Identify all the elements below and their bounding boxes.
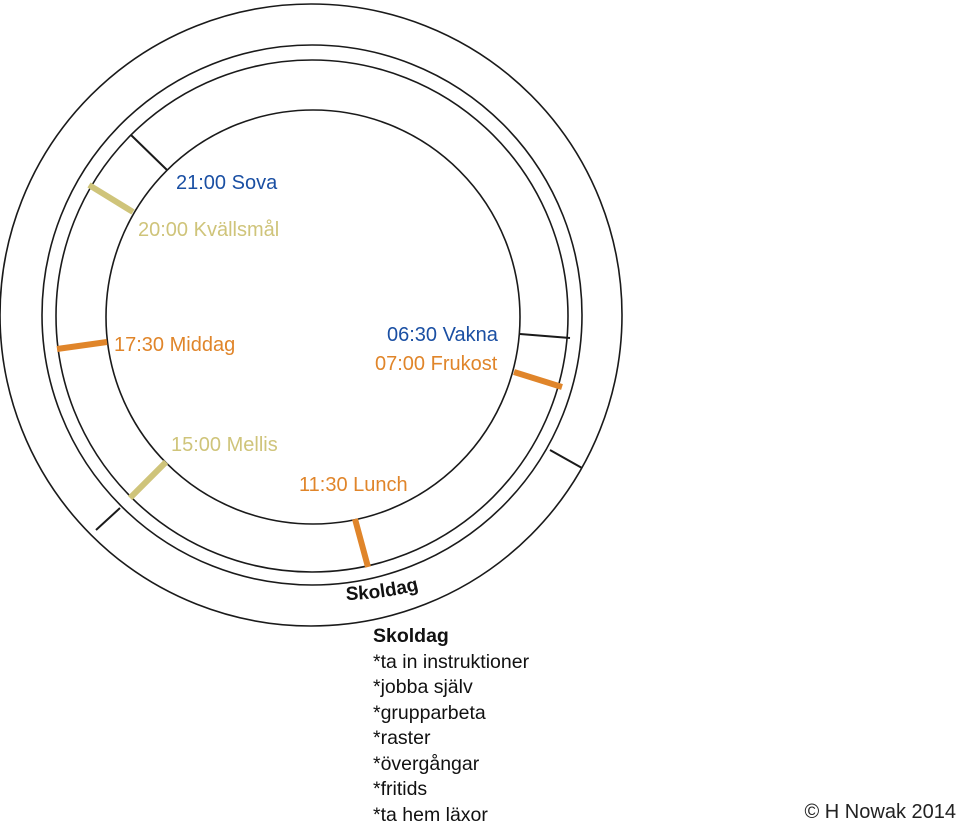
tick-middag [57, 342, 107, 349]
label-mellis: 15:00 Mellis [171, 434, 278, 456]
tick-frukost [514, 372, 562, 387]
inner-ring [106, 110, 520, 524]
notes-title: Skoldag [373, 624, 529, 650]
arc-label-skoldag: Skoldag [345, 574, 420, 605]
label-middag: 17:30 Middag [114, 334, 235, 356]
label-kvallsmal: 20:00 Kvällsmål [138, 219, 279, 241]
notes-item: *raster [373, 726, 529, 752]
outer-ring [0, 4, 622, 626]
notes-item: *grupparbeta [373, 701, 529, 727]
label-sova: 21:00 Sova [176, 172, 278, 194]
tick-mellis [130, 462, 166, 498]
copyright-text: © H Nowak 2014 [805, 801, 956, 824]
notes-item: *fritids [373, 777, 529, 803]
notes-item: *övergångar [373, 752, 529, 778]
tick-kvallsmal [89, 185, 133, 212]
divider-school-end [96, 508, 120, 530]
divider-vakna [520, 334, 570, 338]
notes-item: *ta hem läxor [373, 803, 529, 828]
divider-sova [131, 135, 167, 170]
label-vakna: 06:30 Vakna [387, 324, 499, 346]
middle-ring [42, 45, 582, 585]
tick-lunch [355, 519, 368, 567]
notes-item: *jobba själv [373, 675, 529, 701]
label-frukost: 07:00 Frukost [375, 353, 498, 375]
label-lunch: 11:30 Lunch [299, 474, 408, 496]
divider-school-start [550, 450, 582, 468]
school-day-notes: Skoldag *ta in instruktioner *jobba själ… [373, 624, 529, 828]
notes-item: *ta in instruktioner [373, 650, 529, 676]
